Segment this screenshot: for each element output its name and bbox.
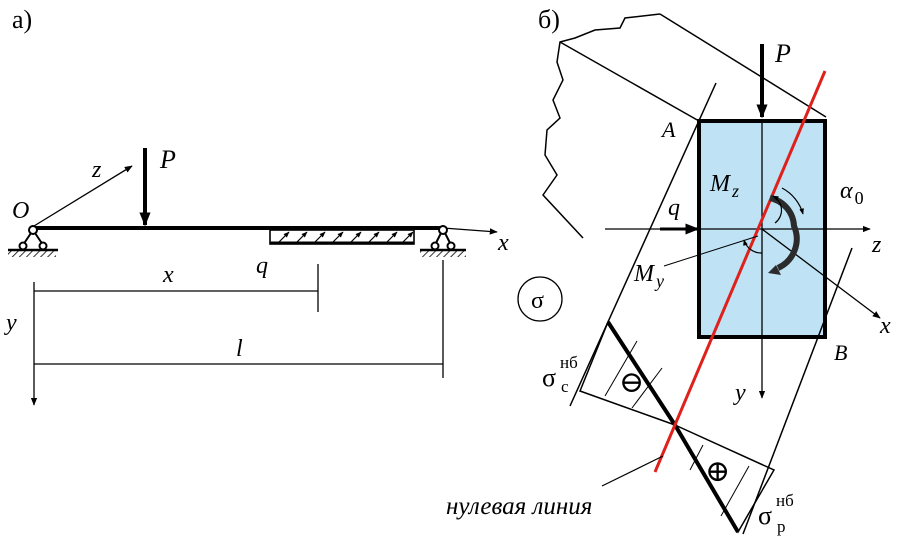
- compression-hatch-2: [631, 367, 663, 409]
- compression-edge: [606, 320, 677, 427]
- sigma-compression-sub: с: [561, 377, 569, 396]
- tension-hatch-2: [720, 465, 750, 517]
- sigma-badge: [517, 276, 563, 322]
- sigma-compression-label: σ: [542, 363, 556, 392]
- neutral-line-leader: [601, 455, 664, 487]
- section-y-axis-label: y: [733, 380, 746, 406]
- panel-b-label: б): [538, 5, 560, 34]
- moment-arc-head: [768, 265, 781, 275]
- force-p-label: P: [159, 145, 176, 174]
- load-q-label: q: [256, 253, 268, 279]
- moment-my-leader: [663, 235, 759, 267]
- beam-break-outline: [542, 13, 661, 239]
- moment-my-arrow: [743, 239, 763, 254]
- beam-x-axis-label: x: [497, 230, 509, 256]
- beam-top-edge: [559, 41, 700, 122]
- section-x-axis-label: x: [879, 313, 891, 339]
- sigma-tension-sup: нб: [776, 491, 794, 510]
- tension-hatch-1: [689, 444, 704, 471]
- neutral-line: [653, 70, 827, 473]
- tension-edge: [673, 423, 740, 534]
- beam-x-axis: [442, 227, 498, 235]
- panel-a: а) x z O P: [4, 5, 509, 406]
- panel-b: б) ⊖ ⊕ y z q x P: [446, 5, 891, 536]
- beam-y-axis-label: y: [4, 310, 17, 336]
- beam-z-axis-label: z: [91, 157, 102, 183]
- dimension-x-label: x: [162, 262, 174, 288]
- neutral-line-label: нулевая линия: [446, 493, 592, 520]
- moment-mz-arrow: [772, 195, 783, 224]
- plus-sign: ⊕: [705, 455, 730, 488]
- section-z-axis-label: z: [871, 232, 882, 258]
- distributed-load: [269, 229, 415, 245]
- beam-top-edge-2: [659, 13, 827, 118]
- origin-label: O: [12, 198, 29, 224]
- compression-hatch-1: [604, 340, 638, 397]
- right-roller-support: [420, 225, 466, 257]
- minus-sign: ⊖: [619, 366, 644, 399]
- dimension-l-label: l: [236, 336, 243, 362]
- stress-boundary-left: [569, 82, 717, 407]
- section-force-p-label: P: [774, 39, 791, 68]
- corner-a-label: A: [660, 117, 676, 142]
- angle-alpha-arc: [781, 187, 804, 215]
- beam-z-axis: [33, 165, 133, 227]
- stress-boundary-right: [742, 247, 853, 535]
- sigma-compression-sup: нб: [560, 353, 578, 372]
- left-pin-support: [8, 225, 58, 257]
- sigma-badge-label: σ: [531, 288, 544, 314]
- sigma-tension-label: σ: [758, 501, 772, 530]
- section-x-axis: [761, 228, 881, 319]
- moment-arc-m: [769, 195, 800, 271]
- corner-b-label: B: [834, 340, 847, 365]
- sigma-tension-sub: р: [777, 517, 786, 536]
- panel-a-label: а): [12, 5, 32, 34]
- section-load-q-label: q: [668, 195, 680, 221]
